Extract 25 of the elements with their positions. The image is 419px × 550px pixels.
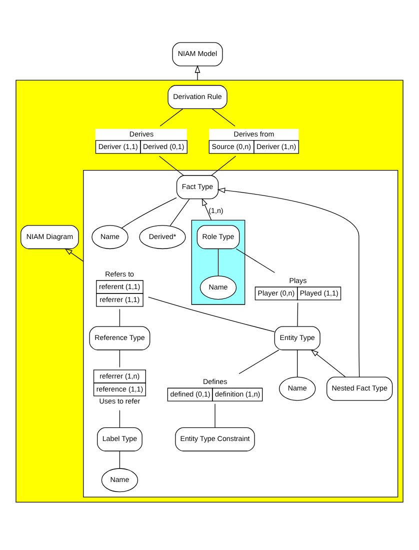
connector bbox=[297, 350, 298, 378]
cluster bbox=[191, 220, 246, 305]
connector bbox=[160, 108, 183, 126]
connector bbox=[212, 108, 236, 126]
arrow bbox=[202, 198, 212, 221]
connector bbox=[238, 350, 280, 374]
connector bbox=[214, 404, 216, 428]
arrow bbox=[217, 188, 360, 378]
connector bbox=[119, 308, 120, 327]
cluster bbox=[83, 170, 398, 498]
connector bbox=[218, 248, 219, 276]
arrow bbox=[310, 349, 346, 378]
connector bbox=[119, 410, 120, 428]
connector bbox=[158, 156, 184, 176]
arrow bbox=[194, 65, 200, 81]
cluster bbox=[16, 80, 404, 503]
connector bbox=[119, 450, 120, 469]
connector bbox=[211, 156, 236, 176]
connector bbox=[297, 302, 298, 327]
connector bbox=[121, 197, 177, 228]
connector bbox=[148, 296, 275, 332]
arrow bbox=[64, 248, 84, 262]
connector bbox=[170, 198, 190, 226]
connector bbox=[236, 248, 276, 273]
connector bbox=[119, 350, 120, 368]
